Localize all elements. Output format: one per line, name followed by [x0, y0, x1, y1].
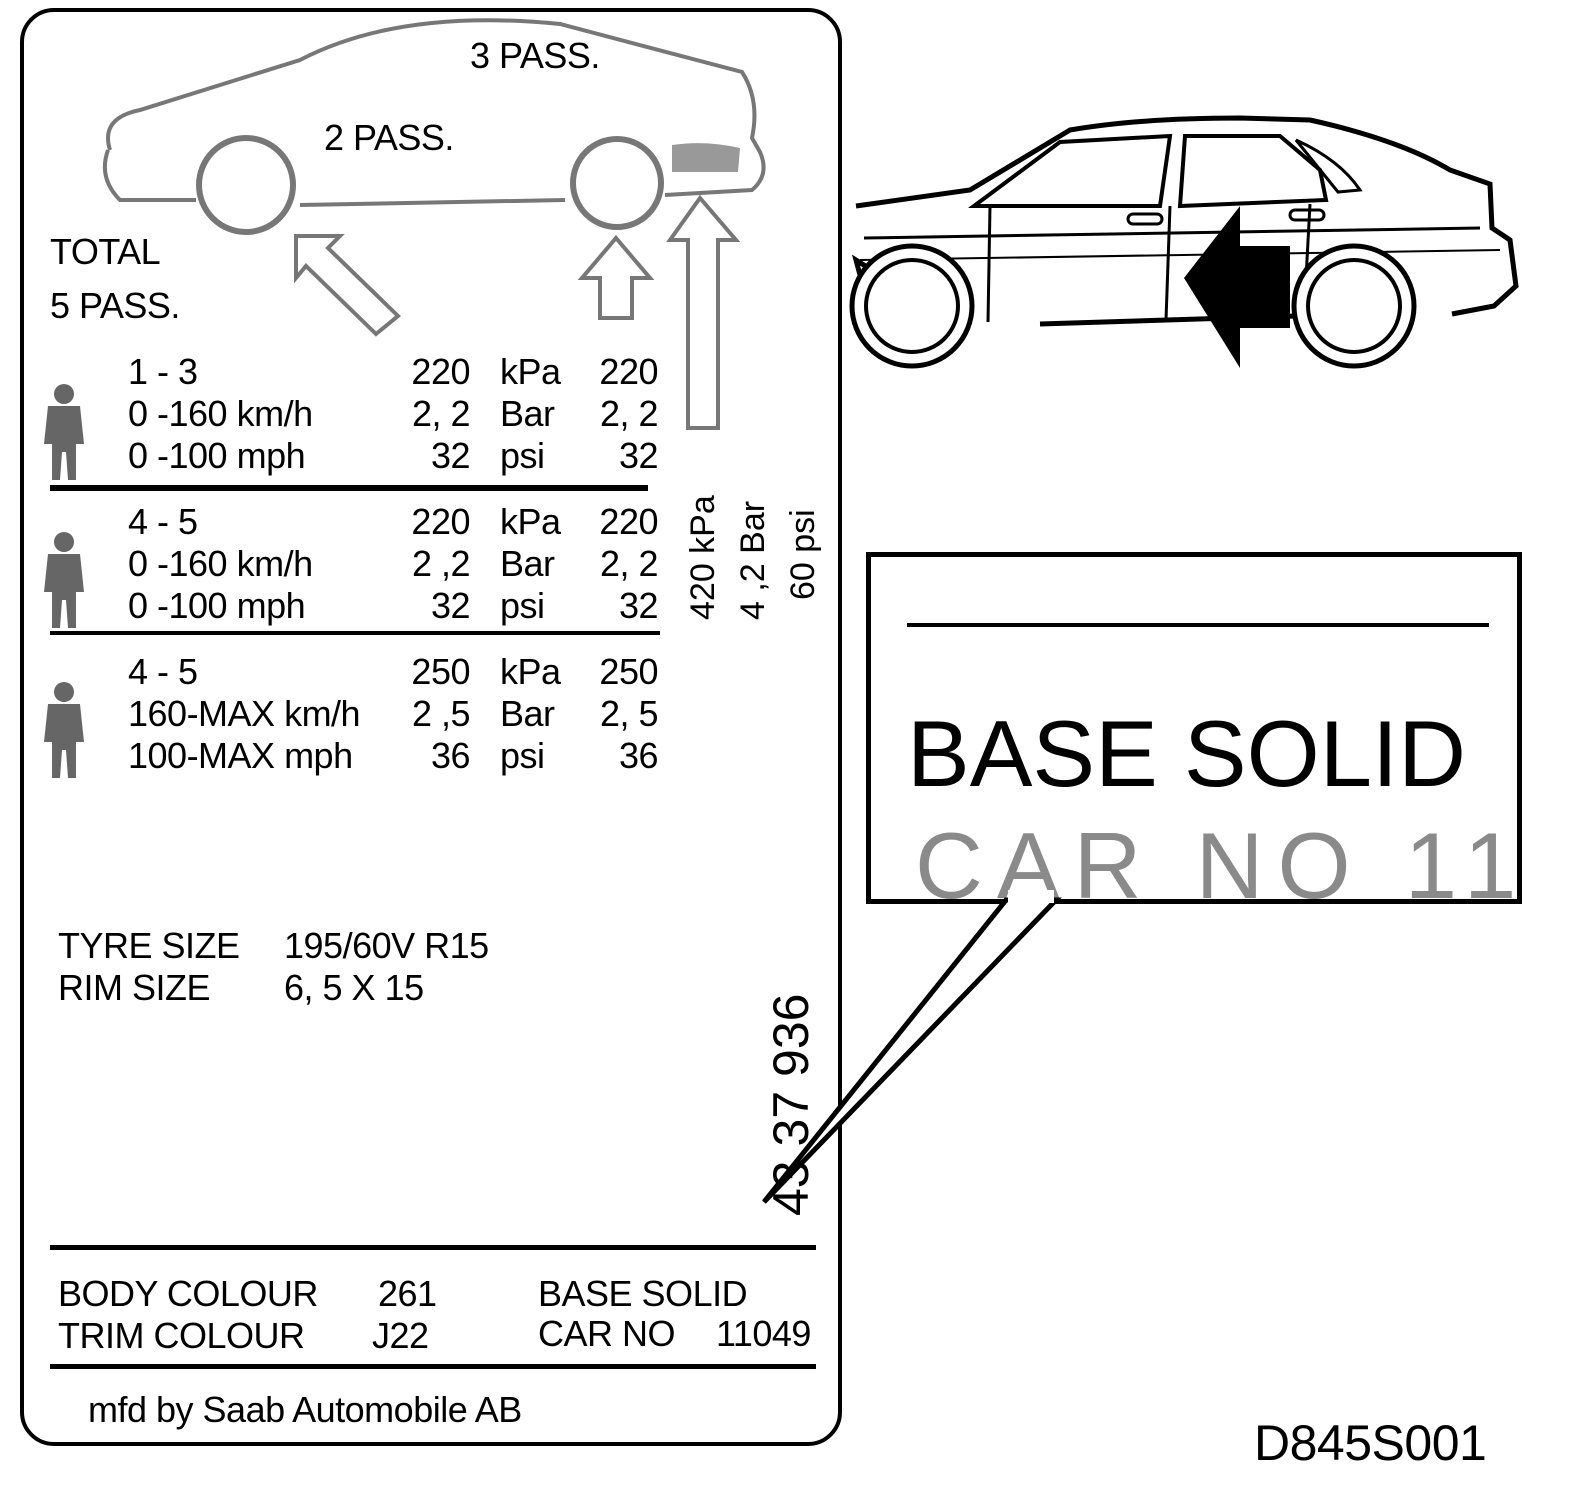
row3-rear-bar: 2, 5	[599, 693, 659, 734]
car-no-value: 11049	[716, 1313, 811, 1354]
row2-load: 4 - 5	[128, 501, 198, 542]
section-divider	[50, 1364, 816, 1369]
rim-size-label: RIM SIZE	[58, 967, 211, 1008]
row2-rear-kpa: 220	[599, 501, 658, 542]
body-colour-value: 261	[378, 1273, 437, 1314]
pass-rear-label: 3 PASS.	[470, 35, 600, 76]
row3-front-bar: 2 ,5	[411, 693, 471, 734]
trim-colour-label: TRIM COLOUR	[58, 1315, 305, 1356]
tyre-size-value: 195/60V R15	[284, 925, 489, 966]
row2-unit-kpa: kPa	[500, 501, 561, 542]
row3-front-psi: 36	[430, 735, 471, 776]
pass-front-label: 2 PASS.	[324, 117, 454, 158]
body-colour-label: BODY COLOUR	[58, 1273, 318, 1314]
person-icon	[44, 384, 84, 480]
row2-rear-bar: 2, 2	[599, 543, 659, 584]
row1-speed-kmh: 0 -160 km/h	[128, 393, 313, 434]
figure-code: D845S001	[1254, 1415, 1487, 1471]
row1-front-kpa: 220	[411, 351, 470, 392]
row1-speed-mph: 0 -100 mph	[128, 435, 306, 476]
total-pass-label: 5 PASS.	[50, 285, 180, 326]
row1-front-bar: 2, 2	[411, 393, 471, 434]
row2-speed-mph: 0 -100 mph	[128, 585, 306, 626]
spare-bar: 4 ,2 Bar	[734, 500, 772, 620]
spare-psi: 60 psi	[784, 509, 822, 600]
row3-rear-psi: 36	[618, 735, 659, 776]
spare-kpa: 420 kPa	[684, 495, 722, 620]
row3-unit-kpa: kPa	[500, 651, 561, 692]
row3-load: 4 - 5	[128, 651, 198, 692]
row3-speed-kmh: 160-MAX km/h	[128, 693, 361, 734]
row2-front-kpa: 220	[411, 501, 470, 542]
tyre-pressure-label	[20, 8, 842, 1446]
row2-front-bar: 2 ,2	[411, 543, 471, 584]
row1-front-psi: 32	[430, 435, 471, 476]
car-load-outline	[103, 18, 766, 430]
row3-unit-psi: psi	[500, 735, 545, 776]
manufacturer-text: mfd by Saab Automobile AB	[88, 1389, 522, 1430]
section-divider	[50, 1245, 816, 1250]
row1-unit-bar: Bar	[500, 393, 555, 434]
callout-box: BASE SOLID CAR NO 11	[866, 552, 1522, 904]
rim-size-value: 6, 5 X 15	[284, 967, 424, 1008]
row3-front-kpa: 250	[411, 651, 470, 692]
car-no-label: CAR NO	[538, 1313, 676, 1354]
person-icon	[44, 682, 84, 778]
row1-rear-psi: 32	[618, 435, 659, 476]
car-side-view	[849, 115, 1519, 369]
row1-unit-kpa: kPa	[500, 351, 561, 392]
row2-rear-psi: 32	[618, 585, 659, 626]
row2-unit-bar: Bar	[500, 543, 555, 584]
tyre-size-label: TYRE SIZE	[58, 925, 240, 966]
row3-rear-kpa: 250	[599, 651, 658, 692]
row3-unit-bar: Bar	[500, 693, 555, 734]
callout-main-text: BASE SOLID	[907, 701, 1466, 806]
callout-pointer	[762, 890, 1062, 1204]
row-divider	[50, 631, 660, 635]
row2-unit-psi: psi	[500, 585, 545, 626]
row1-unit-psi: psi	[500, 435, 545, 476]
trim-colour-value: J22	[372, 1315, 429, 1356]
base-solid-text: BASE SOLID	[538, 1273, 748, 1314]
row2-front-psi: 32	[430, 585, 471, 626]
row-divider	[50, 485, 648, 491]
total-label: TOTAL	[50, 231, 161, 272]
row1-load: 1 - 3	[128, 351, 198, 392]
person-icon	[44, 532, 84, 628]
row1-rear-kpa: 220	[599, 351, 658, 392]
row1-rear-bar: 2, 2	[599, 393, 659, 434]
row3-speed-mph: 100-MAX mph	[128, 735, 353, 776]
callout-partial-text: CAR NO 11	[915, 813, 1522, 904]
callout-line	[907, 623, 1489, 627]
row2-speed-kmh: 0 -160 km/h	[128, 543, 313, 584]
